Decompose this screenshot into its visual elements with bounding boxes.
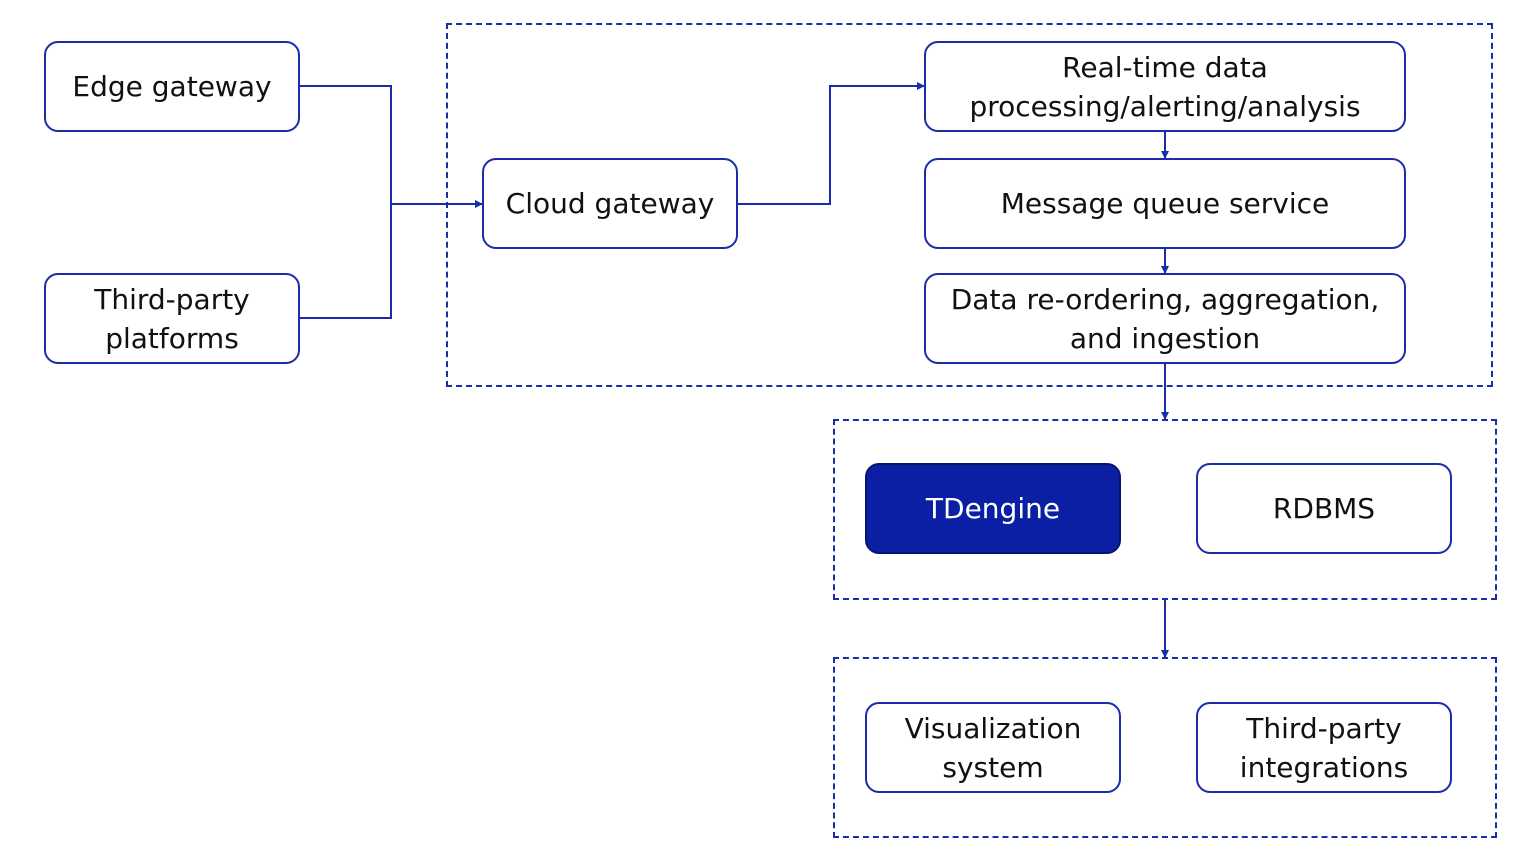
data-reordering-node: Data re-ordering, aggregation, and inges… <box>924 273 1406 364</box>
tdengine-label: TDengine <box>925 492 1061 525</box>
cloud-gateway-node: Cloud gateway <box>482 158 738 249</box>
rdbms-node: RDBMS <box>1196 463 1452 554</box>
third-party-platforms-connector <box>300 204 392 319</box>
third-party-integrations-node: Third-party integrations <box>1196 702 1452 793</box>
cloud-processing-group <box>446 23 1493 387</box>
visualization-system-node: Visualization system <box>865 702 1121 793</box>
edge-gateway-connector <box>300 85 392 204</box>
arrow-cloud-to-realtime <box>738 82 925 205</box>
edge-gateway-node: Edge gateway <box>44 41 300 132</box>
third-party-platforms-node: Third-party platforms <box>44 273 300 364</box>
realtime-processing-node: Real-time data processing/alerting/analy… <box>924 41 1406 132</box>
application-group <box>833 657 1497 838</box>
third-party-platforms-label: Third-party platforms <box>94 282 250 355</box>
third-party-integrations-label: Third-party integrations <box>1239 711 1409 784</box>
message-queue-label: Message queue service <box>1000 187 1330 220</box>
message-queue-node: Message queue service <box>924 158 1406 249</box>
storage-group <box>833 419 1497 600</box>
data-reordering-label: Data re-ordering, aggregation, and inges… <box>950 282 1380 355</box>
realtime-processing-label: Real-time data processing/alerting/analy… <box>969 50 1361 123</box>
rdbms-label: RDBMS <box>1272 492 1376 525</box>
tdengine-node: TDengine <box>865 463 1121 554</box>
cloud-gateway-label: Cloud gateway <box>505 187 715 220</box>
edge-gateway-label: Edge gateway <box>72 70 272 103</box>
visualization-system-label: Visualization system <box>904 711 1082 784</box>
